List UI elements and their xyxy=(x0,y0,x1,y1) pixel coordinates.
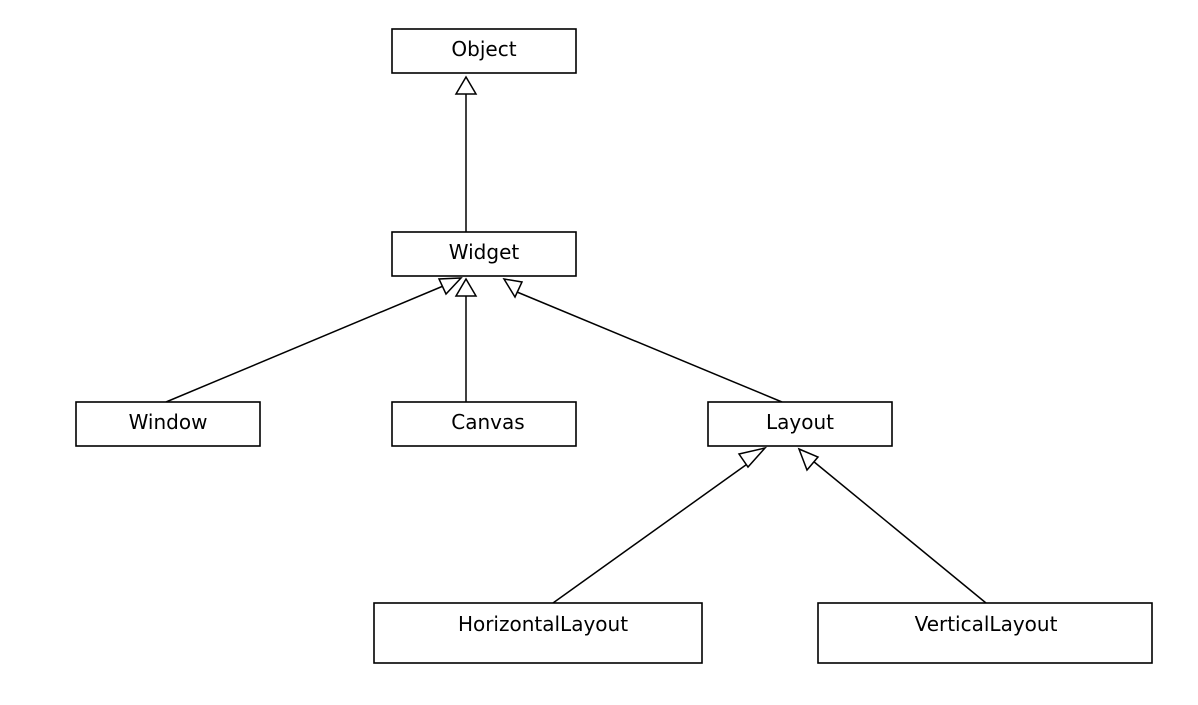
node-vertical-layout[interactable]: VerticalLayout xyxy=(817,602,1153,664)
node-canvas-box xyxy=(391,401,577,447)
node-object-box xyxy=(391,28,577,74)
arrowhead-layout-from-horizontal xyxy=(737,446,768,469)
node-object-label: Object xyxy=(451,37,516,61)
edge-horizontal-layout-layout xyxy=(552,461,751,604)
node-horizontal-layout[interactable]: HorizontalLayout xyxy=(373,602,703,664)
edge-window-widget xyxy=(165,283,449,403)
node-vertical-layout-box xyxy=(817,602,1153,664)
arrowhead-object xyxy=(454,75,478,95)
node-horizontal-layout-box xyxy=(373,602,703,664)
edges xyxy=(165,92,987,604)
arrowhead-widget-from-canvas xyxy=(454,277,478,297)
node-object[interactable]: Object xyxy=(391,28,577,74)
edge-layout-widget xyxy=(516,291,783,403)
edge-vertical-layout-layout xyxy=(812,460,987,604)
node-widget[interactable]: Widget xyxy=(391,231,577,277)
node-window-label: Window xyxy=(129,410,208,434)
node-canvas[interactable]: Canvas xyxy=(391,401,577,447)
node-vertical-layout-label: VerticalLayout xyxy=(915,612,1058,636)
arrowhead-widget-from-layout xyxy=(502,277,524,299)
node-layout-box xyxy=(707,401,893,447)
node-layout-label: Layout xyxy=(766,410,834,434)
node-canvas-label: Canvas xyxy=(451,410,524,434)
node-widget-label: Widget xyxy=(449,240,520,264)
arrowhead-layout-from-vertical xyxy=(797,447,820,472)
node-horizontal-layout-label: HorizontalLayout xyxy=(458,612,628,636)
node-window[interactable]: Window xyxy=(75,401,261,447)
node-layout[interactable]: Layout xyxy=(707,401,893,447)
node-widget-box xyxy=(391,231,577,277)
node-window-box xyxy=(75,401,261,447)
arrowhead-widget-from-window xyxy=(437,277,463,296)
arrowheads xyxy=(437,75,820,472)
